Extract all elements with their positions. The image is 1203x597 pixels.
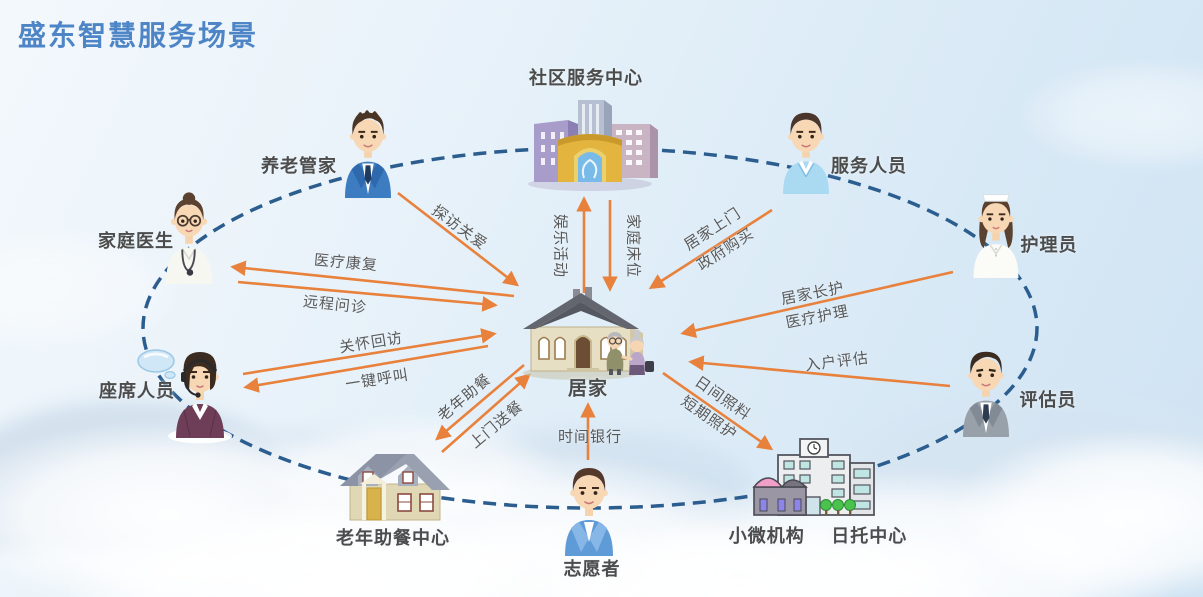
page-title: 盛东智慧服务场景 [18, 19, 259, 52]
node-label-care-manager: 养老管家 [261, 156, 337, 177]
node-label-service-staff: 服务人员 [831, 156, 907, 177]
arrow-elderly-meal [435, 364, 525, 441]
meal-center-house-icon [336, 442, 454, 530]
node-label-nurse: 护理员 [1020, 235, 1078, 256]
node-label-family-doctor: 家庭医生 [98, 231, 174, 252]
speech-bubble-icon [136, 348, 178, 386]
arrow-visit-care [397, 191, 520, 287]
node-label-home: 居家 [567, 377, 609, 400]
arrow-home-service [648, 208, 773, 290]
arrow-home-assessment [688, 355, 951, 388]
edge-label-time-bank: 时间银行 [557, 427, 623, 446]
edge-label-family-bed: 家庭床位 [624, 213, 643, 279]
node-label-volunteer: 志愿者 [563, 559, 621, 580]
family-doctor-avatar [158, 190, 220, 288]
care-manager-avatar [337, 106, 399, 202]
operator-avatar [164, 344, 236, 448]
daycare-building-icon [748, 433, 886, 525]
volunteer-avatar [557, 462, 621, 560]
home-house-icon [515, 283, 660, 387]
arrow-day-care [662, 371, 774, 451]
elderly-couple-icon [606, 329, 654, 375]
arrow-care-callback [242, 328, 497, 376]
node-label-operator: 座席人员 [99, 381, 175, 402]
node-label-daycare: 小微机构 日托中心 [729, 522, 908, 548]
node-label-daycare-center: 日托中心 [831, 526, 908, 547]
service-staff-avatar [775, 108, 837, 198]
community-center-building-icon [514, 90, 666, 196]
arrow-one-key-call [243, 344, 489, 393]
assessor-avatar [955, 345, 1017, 441]
node-label-community-center: 社区服务中心 [529, 68, 643, 89]
arrow-remote-consult [237, 280, 498, 312]
nurse-avatar [966, 190, 1026, 282]
node-label-meal-center: 老年助餐中心 [336, 528, 450, 549]
node-label-assessor: 评估员 [1019, 390, 1077, 411]
arrow-longterm-care [680, 270, 954, 339]
node-label-micro-institution: 小微机构 [728, 526, 805, 547]
arrow-medical-rehab [230, 260, 515, 298]
edge-label-entertainment: 娱乐活动 [551, 213, 570, 279]
trees-icon [820, 499, 856, 515]
arrow-meal-delivery [441, 373, 531, 453]
